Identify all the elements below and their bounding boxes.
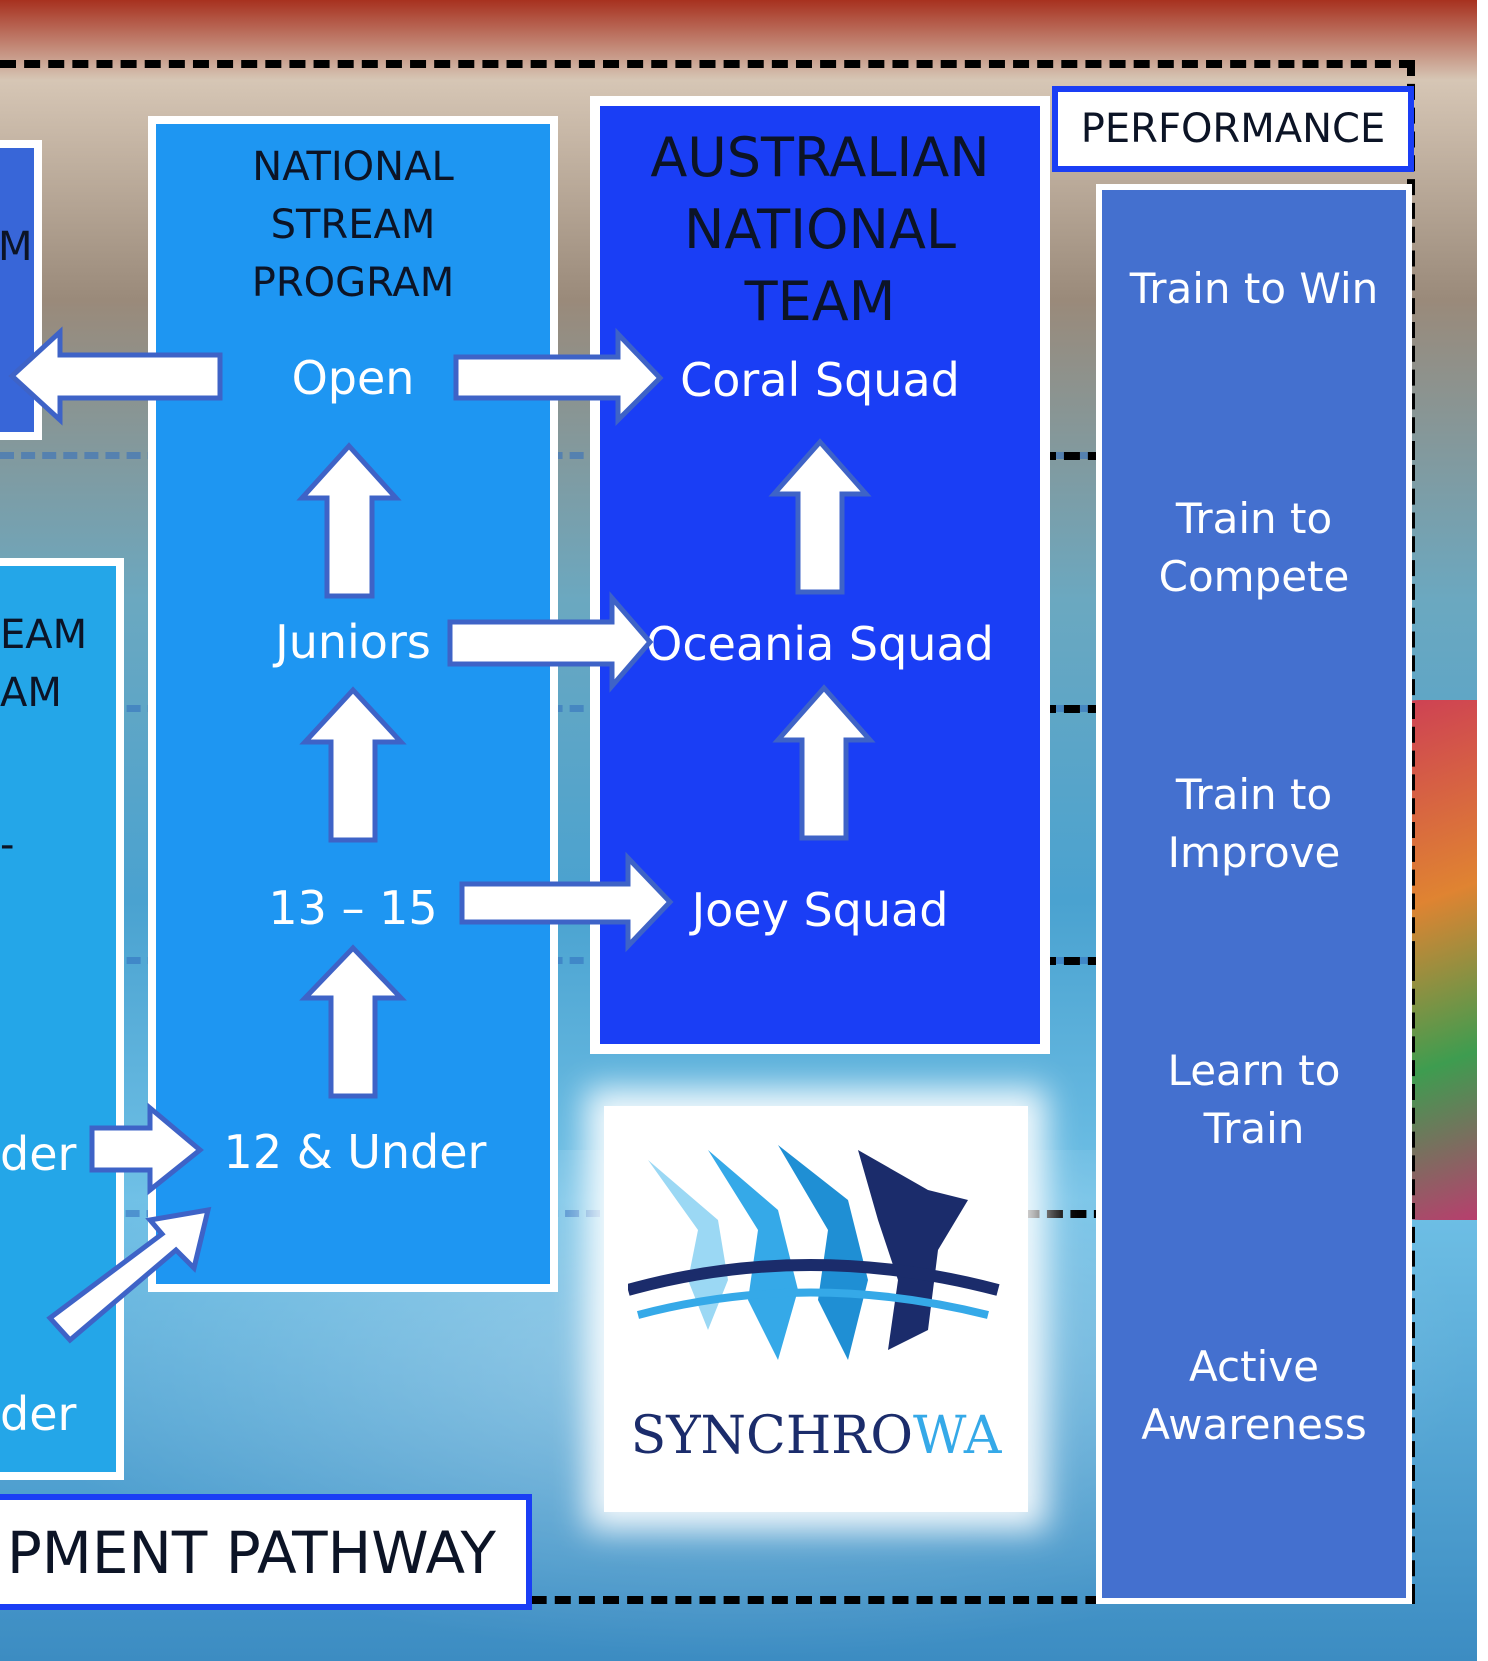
stage-train-to-improve: Train to Improve: [1167, 770, 1341, 877]
synchrowa-logo: SYNCHROWA: [604, 1106, 1028, 1512]
logo-wordmark: SYNCHROWA: [604, 1406, 1028, 1466]
stage-active-awareness: Active Awareness: [1141, 1342, 1367, 1449]
frame-bottom-dashed: [0, 1596, 1415, 1604]
left-stream-title-fragment: EAM AM: [0, 612, 88, 716]
national-stream-column: NATIONAL STREAM PROGRAM: [148, 116, 558, 1292]
performance-label: PERFORMANCE: [1080, 106, 1386, 152]
left-dash-fragment: -: [0, 822, 15, 868]
squad-oceania: Oceania Squad: [646, 617, 994, 671]
logo-text-wa: WA: [912, 1406, 1002, 1466]
swimmers-logo-graphic: [628, 1145, 1000, 1360]
left-stream-box: EAM AM - der der: [0, 558, 124, 1480]
level-12-under: 12 & Under: [223, 1125, 487, 1179]
left-top-fragment: M: [0, 224, 33, 270]
squad-joey: Joey Squad: [691, 883, 949, 937]
stage-train-to-win: Train to Win: [1129, 264, 1379, 313]
pathway-label: PMENT PATHWAY: [6, 1519, 496, 1587]
stage-learn-to-train: Learn to Train: [1167, 1046, 1341, 1153]
squad-coral: Coral Squad: [680, 353, 960, 407]
stage-train-to-compete: Train to Compete: [1158, 494, 1350, 601]
level-13-15: 13 – 15: [268, 881, 438, 935]
left-top-box: M: [0, 140, 42, 440]
logo-text-synchro: SYNCHRO: [630, 1406, 913, 1466]
left-under-1: der: [0, 1127, 77, 1181]
frame-top-dashed: [0, 60, 1415, 68]
performance-label-box: PERFORMANCE: [1052, 86, 1414, 172]
national-stream-title: NATIONAL STREAM PROGRAM: [251, 144, 455, 306]
level-juniors: Juniors: [275, 615, 431, 669]
left-under-2: der: [0, 1387, 77, 1441]
level-open: Open: [291, 351, 415, 405]
performance-stages-column: [1096, 184, 1412, 1604]
pathway-label-box: PMENT PATHWAY: [0, 1494, 532, 1610]
australian-team-title: AUSTRALIAN NATIONAL TEAM: [650, 126, 990, 333]
